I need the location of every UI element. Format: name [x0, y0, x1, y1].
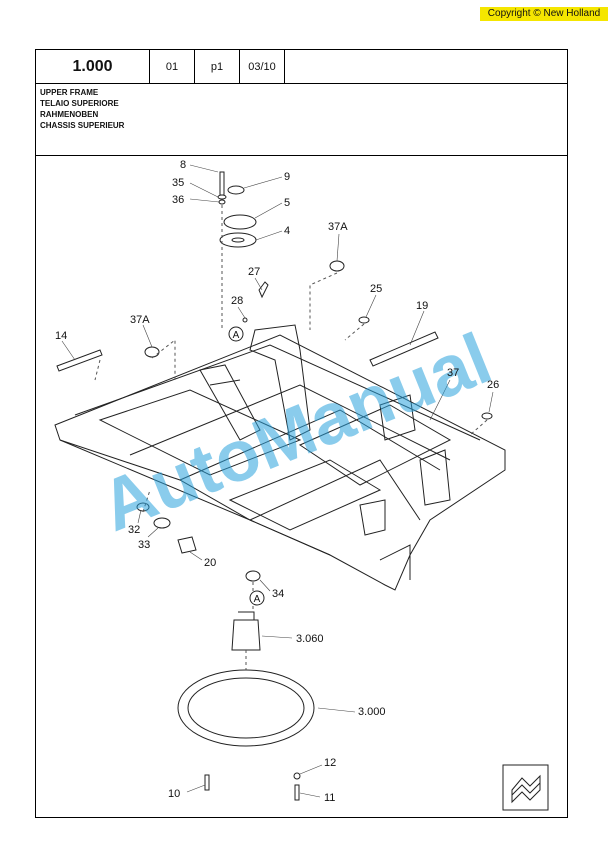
callout-5: 5 [284, 197, 290, 209]
callout-4: 4 [284, 225, 290, 237]
drawing-area [35, 156, 568, 818]
part-25 [358, 316, 370, 324]
callout-37a-left: 37A [130, 314, 150, 326]
header-col-3: 03/10 [240, 50, 285, 83]
callout-37a-top: 37A [328, 221, 348, 233]
part-36 [218, 199, 226, 205]
part-37a-left [144, 346, 160, 358]
part-5 [223, 214, 257, 230]
svg-text:A: A [254, 594, 261, 605]
counterweight-mount [379, 394, 416, 441]
title-it: TELAIO SUPERIORE [40, 99, 119, 108]
part-28 [242, 317, 248, 323]
part-4 [219, 232, 257, 248]
callout-37: 37 [447, 367, 459, 379]
part-33 [153, 517, 171, 529]
callout-36: 36 [172, 194, 184, 206]
slewing-ring [177, 669, 315, 747]
callout-14: 14 [55, 330, 67, 342]
reference-a-bottom: A [249, 590, 265, 606]
part-26 [481, 412, 493, 420]
svg-text:A: A [233, 330, 240, 341]
callout-10: 10 [168, 788, 180, 800]
part-19 [369, 331, 439, 367]
header-col-1: 01 [150, 50, 195, 83]
callout-33: 33 [138, 539, 150, 551]
callout-32: 32 [128, 524, 140, 536]
reference-a-top: A [228, 326, 244, 342]
callout-8: 8 [180, 159, 186, 171]
callout-19: 19 [416, 300, 428, 312]
part-35 [217, 194, 227, 200]
callout-28: 28 [231, 295, 243, 307]
callout-34: 34 [272, 588, 284, 600]
section-code: 1.000 [36, 50, 150, 83]
header-table: 1.000 01 p1 03/10 [35, 49, 568, 84]
header-col-2: p1 [195, 50, 240, 83]
title-en: UPPER FRAME [40, 88, 99, 97]
part-12 [293, 772, 301, 780]
callout-12: 12 [324, 757, 336, 769]
part-37a-top [329, 260, 345, 272]
part-8-bolt [219, 171, 225, 196]
part-27 [258, 281, 269, 299]
part-20 [177, 536, 197, 554]
callout-25: 25 [370, 283, 382, 295]
next-page-arrow-icon[interactable] [502, 764, 549, 811]
copyright-banner: Copyright © New Holland [480, 7, 608, 21]
callout-26: 26 [487, 379, 499, 391]
swivel-joint [231, 619, 261, 651]
callout-3000: 3.000 [358, 706, 386, 718]
frame-outline [54, 334, 506, 591]
part-11-bolt [294, 784, 300, 801]
callout-3060: 3.060 [296, 633, 324, 645]
part-10-bolt [204, 774, 210, 791]
part-14 [56, 349, 103, 372]
title-fr: CHASSIS SUPERIEUR [40, 121, 125, 130]
callout-35: 35 [172, 177, 184, 189]
part-34 [245, 570, 261, 582]
callout-27: 27 [248, 266, 260, 278]
title-de: RAHMENOBEN [40, 110, 99, 119]
callout-9: 9 [284, 171, 290, 183]
boom-mount [249, 324, 311, 441]
callout-20: 20 [204, 557, 216, 569]
part-9 [227, 185, 245, 195]
callout-11: 11 [324, 792, 335, 804]
title-block: UPPER FRAME TELAIO SUPERIORE RAHMENOBEN … [35, 84, 568, 156]
